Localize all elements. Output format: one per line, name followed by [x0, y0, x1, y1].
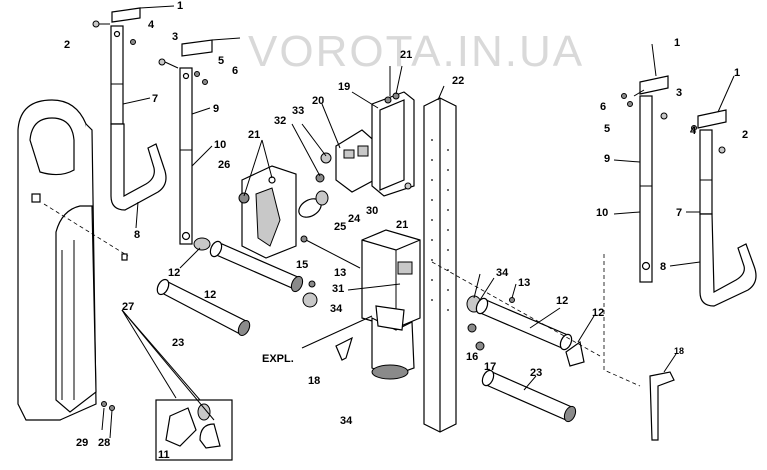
- watermark-text: VOROTA.IN.UA: [248, 27, 584, 76]
- callout-12: 12: [204, 289, 216, 301]
- callout-33: 33: [292, 105, 304, 117]
- nut-part-13: [308, 280, 316, 288]
- capacitor-part-25: [298, 190, 329, 218]
- callout-12: 12: [556, 295, 568, 307]
- callout-29: 29: [76, 437, 88, 449]
- callout-9: 9: [213, 103, 219, 115]
- callout-13: 13: [518, 277, 530, 289]
- cover-housing: [17, 99, 129, 421]
- callout-24: 24: [348, 213, 361, 225]
- callout-5: 5: [218, 55, 224, 67]
- callout-20: 20: [312, 95, 324, 107]
- leader-lines: [101, 5, 735, 439]
- right-bracket-assembly: [603, 75, 757, 387]
- callout-6: 6: [232, 65, 238, 77]
- callout-30: 30: [366, 205, 378, 217]
- left-bracket-assembly: [92, 7, 213, 251]
- callout-13: 13: [334, 267, 346, 279]
- right-shaft-parts: [431, 261, 601, 423]
- inset-box-part-11: [155, 399, 233, 461]
- callout-21: 21: [400, 49, 412, 61]
- callout-6: 6: [600, 101, 606, 113]
- callout-10: 10: [214, 139, 226, 151]
- callout-21: 21: [248, 129, 260, 141]
- callout-2: 2: [64, 39, 70, 51]
- callout-18: 18: [308, 375, 320, 387]
- callout-3: 3: [172, 31, 178, 43]
- callout-labels: 1 1 1 2 2 3 3 4 4 5 5 6 6 7 7 8 8 9 9 10…: [64, 0, 748, 461]
- pipe-12-left: [209, 240, 304, 293]
- callout-17: 17: [484, 361, 496, 373]
- callout-15: 15: [296, 259, 308, 271]
- callout-25: 25: [334, 221, 346, 233]
- pipe-23-left: [156, 278, 251, 337]
- callout-1: 1: [734, 67, 740, 79]
- callout-18: 18: [674, 346, 684, 356]
- callout-32: 32: [274, 115, 286, 127]
- circuit-board-20: [315, 129, 379, 193]
- callout-12: 12: [592, 307, 604, 319]
- callout-21: 21: [396, 219, 408, 231]
- callout-28: 28: [98, 437, 110, 449]
- callout-8: 8: [660, 261, 666, 273]
- callout-4: 4: [690, 125, 697, 137]
- callout-7: 7: [152, 93, 158, 105]
- expl-label: EXPL.: [262, 353, 294, 365]
- callout-8: 8: [134, 229, 140, 241]
- callout-31: 31: [332, 283, 344, 295]
- mount-bracket-19: [371, 91, 415, 197]
- screw-part-29: [101, 401, 107, 407]
- motor-bracket-21: [238, 165, 297, 259]
- callout-16: 16: [466, 351, 478, 363]
- callout-23: 23: [172, 337, 184, 349]
- callout-2: 2: [742, 129, 748, 141]
- washer-part-34: [302, 292, 318, 308]
- callout-7: 7: [676, 207, 682, 219]
- callout-12: 12: [168, 267, 180, 279]
- callout-3: 3: [676, 87, 682, 99]
- callout-1: 1: [177, 0, 183, 12]
- callout-11: 11: [158, 449, 170, 461]
- callout-1: 1: [674, 37, 680, 49]
- callout-34: 34: [496, 267, 509, 279]
- threaded-rod-15: [305, 239, 361, 269]
- hex-key-18-right: [649, 371, 675, 441]
- callout-23: 23: [530, 367, 542, 379]
- callout-26: 26: [218, 159, 230, 171]
- gearbox-motor-unit: [361, 229, 421, 380]
- callout-34: 34: [340, 415, 353, 427]
- screw-part-28: [109, 405, 115, 411]
- callout-27: 27: [122, 301, 134, 313]
- callout-22: 22: [452, 75, 464, 87]
- callout-34: 34: [330, 303, 343, 315]
- rail-column-22: [423, 97, 457, 433]
- callout-19: 19: [338, 81, 350, 93]
- callout-5: 5: [604, 123, 610, 135]
- callout-9: 9: [604, 153, 610, 165]
- callout-10: 10: [596, 207, 608, 219]
- hex-key-18-center: [335, 336, 353, 361]
- callout-4: 4: [148, 19, 155, 31]
